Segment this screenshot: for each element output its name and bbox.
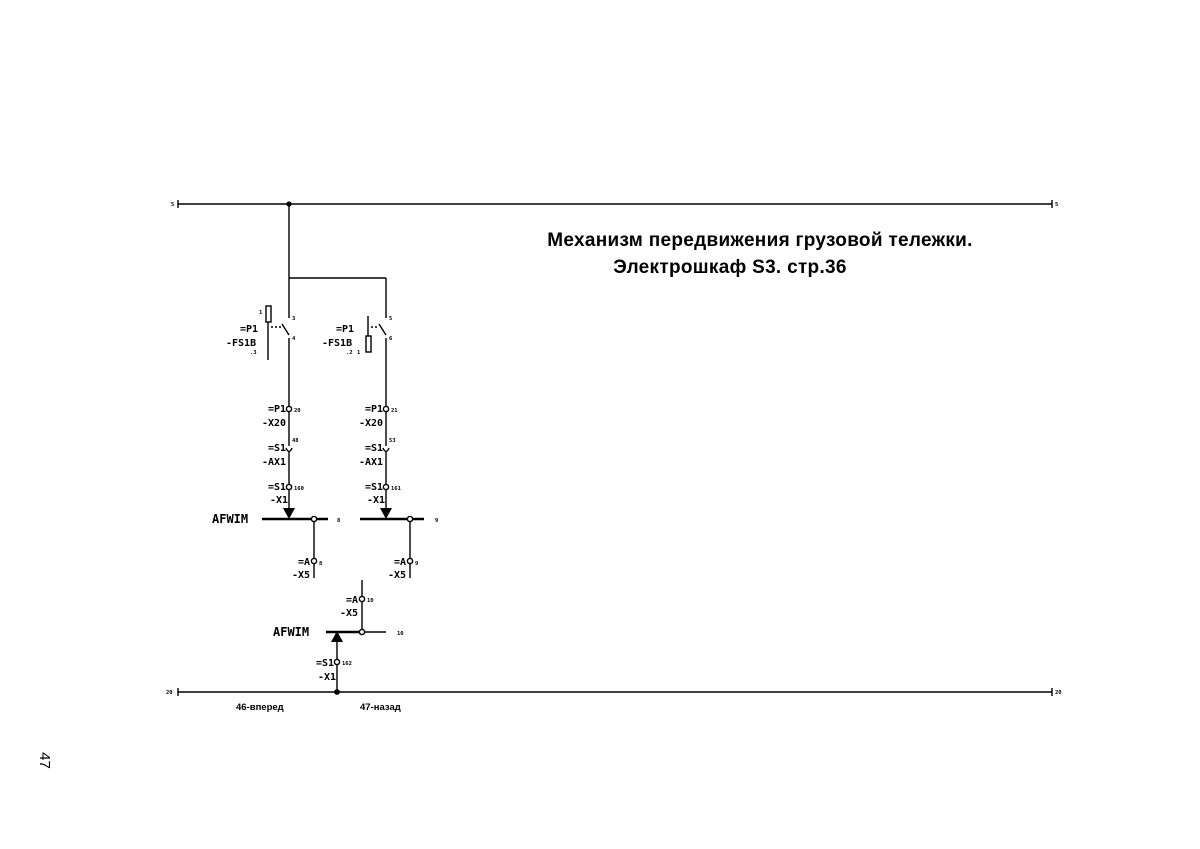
branch1-t1-tag: -X20 — [262, 418, 286, 429]
branch1-t4-pin: 8 — [319, 561, 322, 567]
branch2-t4-pin: 9 — [415, 561, 418, 567]
branch1-pin-bottom: 4 — [292, 336, 296, 342]
branch3-arrow — [331, 631, 343, 642]
branch1-pin-top: 3 — [292, 316, 295, 322]
branch1-t3-id: =S1 — [268, 482, 286, 493]
branch2-terminal-x20 — [382, 405, 390, 413]
branch2-pin-left: 1 — [357, 350, 361, 356]
diagram-subtitle: Электрошкаф S3. стр.36 — [613, 257, 847, 278]
branch2-relay-node — [406, 515, 414, 523]
branch2-t4-id: =A — [394, 557, 406, 568]
branch2-relay-pin: 9 — [435, 518, 438, 524]
branch1-terminal-x20 — [285, 405, 293, 413]
branch3-terminal-x1 — [333, 658, 341, 666]
branch1-t2-pin: 48 — [292, 438, 299, 444]
branch1-pin-left: 1 — [259, 310, 263, 316]
branch3-relay-node — [358, 628, 366, 636]
branch1-t4-tag: -X5 — [292, 570, 310, 581]
branch3-relay-pin: 10 — [397, 631, 404, 637]
branch2-t3-pin: 161 — [391, 486, 402, 492]
branch2-switch-id: =P1 — [336, 324, 354, 335]
branch2-pin-bottom: 6 — [389, 336, 393, 342]
branch2-terminal-x1 — [382, 483, 390, 491]
branch2-pin-top: 5 — [389, 316, 392, 322]
bottom-bus-left-label: 20 — [166, 690, 173, 696]
branch2-switch-tag: -FS1B — [322, 338, 352, 349]
branch1-t4-id: =A — [298, 557, 310, 568]
branch2-t2-pin: 53 — [389, 438, 396, 444]
branch1-t1-id: =P1 — [268, 404, 286, 415]
branch2-switch — [365, 312, 387, 406]
branch2-t3-id: =S1 — [365, 482, 383, 493]
branch2-t1-id: =P1 — [365, 404, 383, 415]
top-junction-dot — [286, 201, 292, 207]
branch1-terminal-x1 — [285, 483, 293, 491]
branch1-t1-pin: 20 — [294, 408, 301, 414]
branch2-t1-pin: 21 — [391, 408, 398, 414]
branch1-arrow — [283, 508, 295, 519]
branch1-relay-label: AFWIM — [212, 512, 248, 526]
branch1-t3-tag: -X1 — [270, 495, 288, 506]
branch1-t3-pin: 160 — [294, 486, 304, 492]
branch1-switch-id: =P1 — [240, 324, 258, 335]
branch2-t3-tag: -X1 — [367, 495, 385, 506]
branch2-arrow — [380, 508, 392, 519]
branch1-relay-pin: 8 — [337, 518, 340, 524]
branch1-switch-sub: .3 — [250, 350, 257, 356]
branch3-t1-pin: 10 — [367, 598, 374, 604]
branch1-plug-ax1 — [285, 447, 293, 453]
branch2-terminal-x5 — [406, 557, 414, 565]
branch1-switch — [265, 305, 290, 406]
bottom-bus-right-label: 20 — [1055, 690, 1062, 696]
forward-caption: 46-вперед — [236, 702, 284, 713]
branch2-t2-tag: -AX1 — [359, 457, 383, 468]
top-bus-right-label: 5 — [1055, 202, 1058, 208]
diagram-title: Механизм передвижения грузовой тележки. — [547, 230, 973, 251]
branch2-t2-id: =S1 — [365, 443, 383, 454]
branch1-t2-id: =S1 — [268, 443, 286, 454]
branch1-relay-node — [310, 515, 318, 523]
branch3-relay-label: AFWIM — [273, 625, 309, 639]
branch3-t1-id: =A — [346, 595, 358, 606]
branch3-terminal-x5 — [358, 595, 366, 603]
branch3-t2-pin: 162 — [342, 661, 352, 667]
backward-caption: 47-назад — [360, 702, 401, 713]
branch3-t1-tag: -X5 — [340, 608, 358, 619]
branch3-t2-id: =S1 — [316, 658, 334, 669]
branch2-plug-ax1 — [382, 447, 390, 453]
top-bus-left-label: 5 — [171, 202, 174, 208]
branch1-t2-tag: -AX1 — [262, 457, 286, 468]
branch2-switch-sub: .2 — [346, 350, 353, 356]
bottom-junction-dot — [334, 689, 340, 695]
branch2-t1-tag: -X20 — [359, 418, 383, 429]
branch1-switch-tag: -FS1B — [226, 338, 256, 349]
branch2-t4-tag: -X5 — [388, 570, 406, 581]
branch3-t2-tag: -X1 — [318, 672, 336, 683]
branch1-terminal-x5 — [310, 557, 318, 565]
